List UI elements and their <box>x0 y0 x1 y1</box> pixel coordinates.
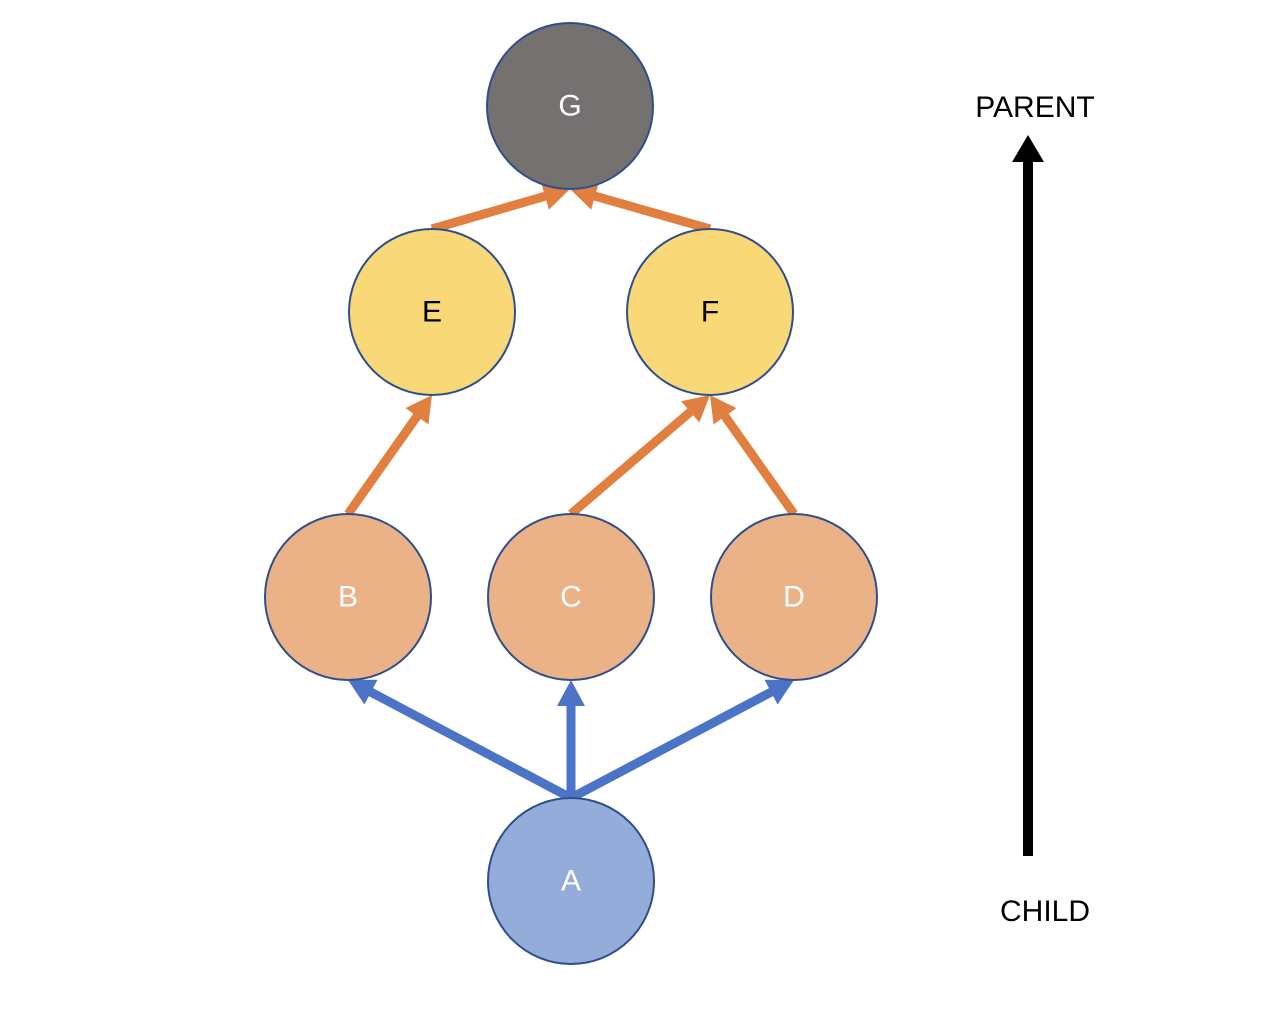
edge-arrowhead <box>710 395 737 425</box>
nodes-layer: G E F B C D A <box>264 22 878 965</box>
node-circle <box>486 22 654 190</box>
edge-arrowhead <box>405 395 432 425</box>
axis-arrow-head <box>1012 135 1044 162</box>
node-label: D <box>783 581 805 614</box>
edge-line <box>568 687 775 802</box>
edges-layer <box>344 182 798 802</box>
edge-line <box>720 412 798 517</box>
axis-bottom-label: CHILD <box>1000 895 1090 928</box>
node-circle <box>626 228 794 396</box>
edge-F-to-G <box>570 182 712 234</box>
node-circle <box>264 513 432 681</box>
edge-line <box>568 407 695 518</box>
node-label: E <box>422 296 442 329</box>
parent-child-axis: PARENT CHILD <box>975 91 1094 928</box>
edge-E-to-G <box>430 182 570 234</box>
edge-A-to-C <box>557 680 585 798</box>
node-f: F <box>626 228 794 396</box>
edge-line <box>591 191 712 234</box>
node-c: C <box>487 513 655 681</box>
node-b: B <box>264 513 432 681</box>
node-label: B <box>338 581 358 614</box>
edge-arrowhead <box>764 679 794 705</box>
edge-arrowhead <box>681 395 710 423</box>
node-label: G <box>558 90 581 123</box>
edge-arrowhead <box>348 679 378 705</box>
edge-line <box>344 412 422 517</box>
edge-line <box>367 687 574 802</box>
node-circle <box>487 513 655 681</box>
edge-A-to-D <box>568 679 794 802</box>
node-e: E <box>348 228 516 396</box>
edge-C-to-F <box>568 395 710 518</box>
node-circle <box>348 228 516 396</box>
node-circle <box>710 513 878 681</box>
axis-top-label: PARENT <box>975 91 1094 124</box>
node-a: A <box>487 797 655 965</box>
node-d: D <box>710 513 878 681</box>
edge-A-to-B <box>348 679 574 802</box>
edge-line <box>430 191 549 234</box>
node-label: C <box>560 581 582 614</box>
edge-B-to-E <box>344 395 432 517</box>
edge-D-to-F <box>710 395 798 517</box>
edge-arrowhead <box>557 680 585 706</box>
node-g: G <box>486 22 654 190</box>
node-label: F <box>701 296 719 329</box>
node-circle <box>487 797 655 965</box>
node-label: A <box>561 865 581 898</box>
